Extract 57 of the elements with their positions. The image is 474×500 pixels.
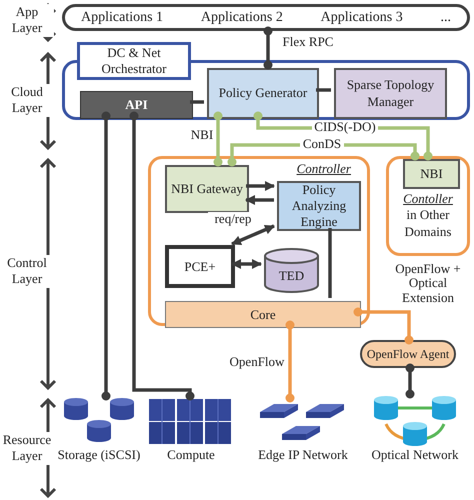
node-label: Edge IP Network [257, 447, 349, 464]
box-label: Core [250, 306, 276, 324]
layer-label: Resource Layer [0, 432, 54, 464]
connector-line [130, 112, 194, 400]
orchestrator-box [77, 42, 191, 80]
controller-panel [148, 156, 370, 326]
app-layer-band [62, 4, 470, 31]
node-label: Compute [166, 447, 216, 464]
box-label: PCE+ [184, 258, 216, 276]
connector-line [102, 112, 110, 400]
box-label: Applications 3 [320, 9, 403, 27]
gateway-box [165, 165, 249, 213]
engine-box [277, 181, 361, 231]
connector-line [354, 308, 414, 344]
box-label: in Other Domains [404, 207, 452, 240]
section-heading: Controller [296, 160, 351, 178]
pce-box [165, 245, 235, 288]
arrow [231, 224, 275, 246]
connector-line [264, 26, 272, 70]
optical-switch-drawing [372, 394, 458, 448]
box-label: ... [440, 9, 451, 27]
connector-line [214, 112, 222, 166]
box-label: NBI [420, 166, 443, 182]
edge-label: OpenFlow [228, 355, 286, 370]
section-heading: Contoller [403, 191, 453, 208]
box-label: Applications 2 [200, 9, 283, 27]
connector-line [286, 320, 294, 402]
connector-line [328, 228, 332, 298]
other-controller-panel [386, 156, 470, 256]
box-label: Sparse Topology Manager [346, 77, 436, 110]
topology-manager-box [334, 68, 447, 119]
node-label: Storage (iSCSI) [56, 447, 142, 464]
box-label: TED [278, 266, 304, 284]
database-cylinder [264, 248, 319, 293]
node-label: Optical Network [370, 447, 460, 464]
edge-label: CIDS(-DO) [312, 120, 378, 134]
connector-line [406, 364, 414, 398]
agent-pill [360, 340, 456, 368]
storage-drawing [62, 396, 136, 444]
arrow [245, 195, 274, 205]
connector-line [316, 88, 331, 92]
box-label: Policy Generator [218, 85, 308, 102]
nbi-box [403, 159, 460, 189]
arrow [231, 259, 262, 269]
arrow [246, 181, 275, 191]
server-rack-drawing [148, 396, 234, 446]
edge-label: ConDS [300, 137, 344, 152]
connector-line [190, 100, 204, 104]
policy-generator-box [207, 68, 319, 119]
core-bar [165, 301, 361, 328]
box-label: OpenFlow Agent [366, 348, 450, 360]
api-box [80, 91, 193, 119]
box-label: Policy Analyzing Engine [290, 182, 348, 230]
box-label: API [125, 96, 148, 114]
box-label: DC & Net Orchestrator [100, 44, 168, 78]
box-label: Applications 1 [81, 9, 164, 27]
box-label: NBI Gateway [171, 180, 243, 198]
